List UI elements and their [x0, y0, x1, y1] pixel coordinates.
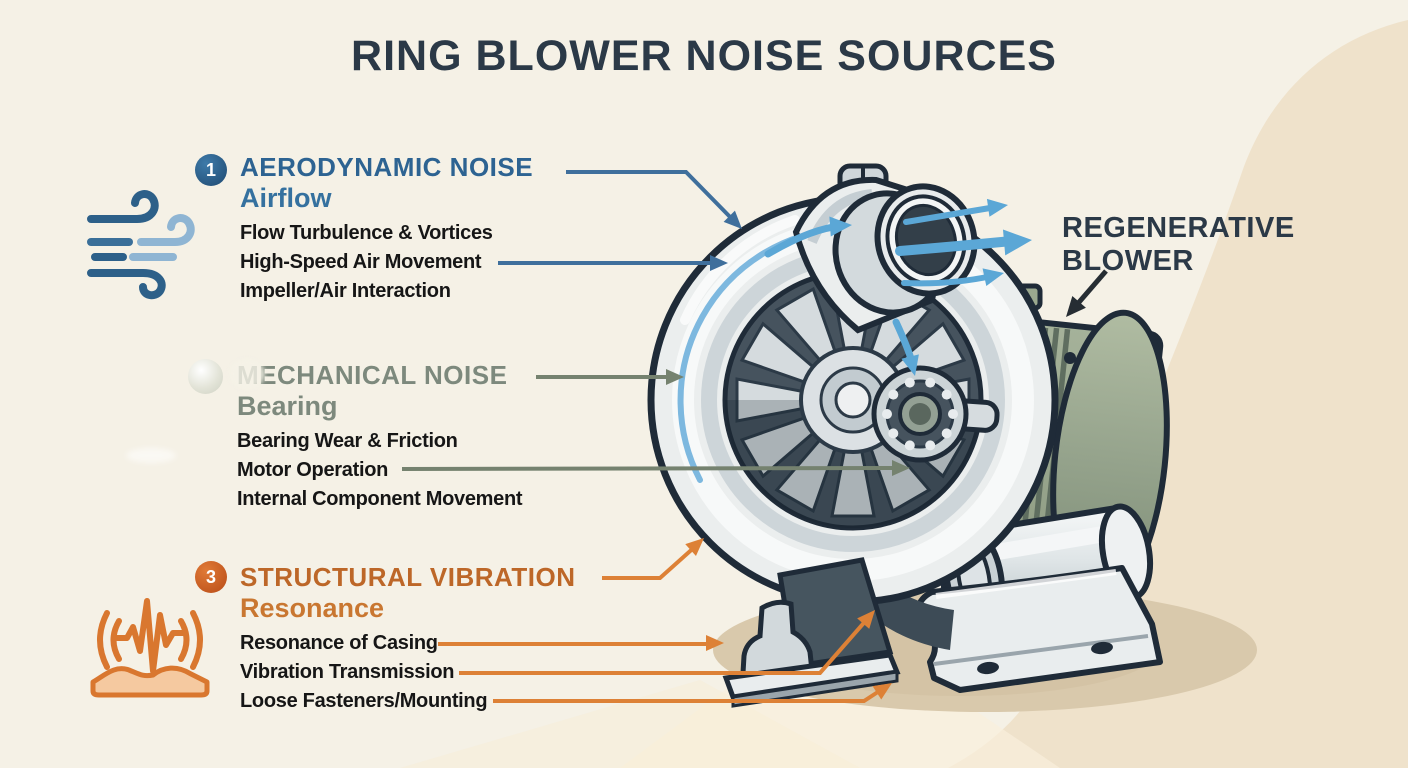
badge-3-number: 3 — [205, 566, 216, 587]
regenerative-blower-arrow — [1066, 269, 1108, 317]
section-subheading: Bearing — [237, 391, 338, 421]
callout-arrow-mechanical — [536, 369, 684, 385]
machine-label-line1: REGENERATIVE — [1062, 212, 1295, 244]
section-aerodynamic: AERODYNAMIC NOISE Airflow Flow Turbulenc… — [240, 152, 720, 306]
page-title: RING BLOWER NOISE SOURCES — [351, 32, 1057, 80]
section-item: Internal Component Movement — [237, 488, 523, 510]
section-item: Impeller/Air Interaction — [240, 280, 451, 302]
background-blob — [948, 20, 1408, 768]
callout-arrow-aerodynamic — [566, 170, 742, 229]
mounting-foot — [722, 557, 901, 708]
machine-label-line2: BLOWER — [1062, 245, 1194, 277]
callout-arrow-high-speed — [498, 255, 728, 271]
callout-arrow-vibration-transmission — [459, 610, 875, 675]
section-item: Bearing Wear & Friction — [237, 430, 458, 452]
background-wedge-2 — [400, 680, 860, 768]
callout-arrow-resonance-casing — [438, 635, 724, 651]
section-item: Loose Fasteners/Mounting — [240, 690, 488, 712]
badge-1: 1 — [195, 154, 227, 186]
section-heading: STRUCTURAL VIBRATION — [240, 562, 576, 592]
badge-2-faded — [188, 359, 223, 394]
section-item: Motor Operation — [237, 459, 389, 481]
callout-arrow-loose-fasteners — [493, 683, 892, 703]
vibration-ground-icon — [90, 598, 210, 698]
outlet-port — [792, 176, 978, 334]
section-heading: MECHANICAL NOISE — [237, 360, 508, 390]
badge-1-number: 1 — [205, 159, 216, 180]
section-item: Flow Turbulence & Vortices — [240, 222, 493, 244]
wind-gust-icon — [87, 190, 195, 300]
section-heading: AERODYNAMIC NOISE — [240, 152, 534, 182]
section-item: Vibration Transmission — [240, 661, 455, 683]
section-item: High-Speed Air Movement — [240, 251, 482, 273]
section-mechanical: MECHANICAL NOISE Bearing Bearing Wear & … — [237, 360, 717, 514]
machine-label: REGENERATIVE BLOWER — [1062, 212, 1295, 278]
section-structural: STRUCTURAL VIBRATION Resonance Resonance… — [240, 562, 720, 716]
callout-arrow-motor-operation — [401, 460, 910, 476]
airflow-arrows — [764, 198, 1032, 376]
badge-3: 3 — [195, 561, 227, 593]
section-item: Resonance of Casing — [240, 632, 438, 654]
section-subheading: Resonance — [240, 593, 385, 623]
section-subheading: Airflow — [240, 183, 332, 213]
bearing — [871, 365, 969, 463]
callout-arrow-structural — [602, 538, 704, 580]
blower-casing — [647, 194, 1059, 606]
